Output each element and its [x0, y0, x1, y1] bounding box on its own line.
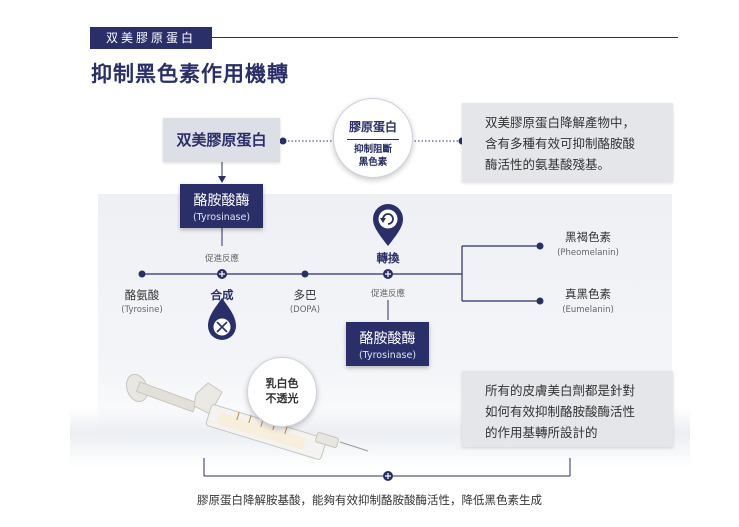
bottom-caption: 膠原蛋白降解胺基酸，能夠有效抑制酪胺酸酶活性，降低黑色素生成 [197, 493, 542, 507]
circle-title: 膠原蛋白 [348, 120, 397, 134]
page-title: 抑制黑色素作用機轉 [91, 62, 289, 86]
inhibit-block-circle: 膠原蛋白 抑制阻斷 黑色素 [333, 98, 413, 178]
promote-label-1: 促進反應 [204, 254, 239, 264]
eumelanin-sublabel: (Eumelanin) [562, 305, 614, 315]
info-bottom-line: 所有的皮膚美白劑都是針對 [485, 383, 636, 398]
info-top-line: 含有多種有效可抑制酪胺酸 [485, 136, 636, 151]
circle-line2: 抑制阻斷 [353, 144, 392, 155]
dopa-sublabel: (DOPA) [289, 305, 321, 315]
info-box-top: 双美膠原蛋白降解產物中， 含有多種有效可抑制酪胺酸 酶活性的氨基酸殘基。 [462, 103, 673, 182]
node-tyrosine [138, 270, 146, 278]
info-bottom-line: 如何有效抑制酪胺酸酶活性 [485, 404, 636, 419]
synthesis-drop-icon [208, 298, 236, 340]
info-top-line: 双美膠原蛋白降解產物中， [485, 115, 636, 130]
eumelanin-label: 真黑色素 [565, 287, 611, 301]
node-dopa [301, 270, 309, 278]
convert-pin-icon [373, 204, 403, 246]
syringe-illustration [125, 373, 369, 460]
milky-line1: 乳白色 [265, 377, 299, 390]
pheomelanin-label: 黑褐色素 [565, 230, 611, 244]
connector-dot [279, 137, 287, 145]
node-eumelanin [536, 297, 544, 305]
synthesis-label: 合成 [210, 288, 234, 302]
enzyme-label: 酪胺酸酶 [193, 193, 250, 209]
pheomelanin-sublabel: (Pheomelanin) [557, 248, 619, 258]
info-box-bottom: 所有的皮膚美白劑都是針對 如何有效抑制酪胺酸酶活性 的作用基轉所設計的 [462, 371, 673, 447]
info-top-line: 酶活性的氨基酸殘基。 [485, 157, 611, 172]
promote-label-2: 促進反應 [370, 289, 405, 299]
convert-label: 轉換 [376, 251, 400, 265]
circle-divider [347, 139, 399, 140]
arrow-head [218, 176, 226, 183]
enzyme-label: 酪胺酸酶 [359, 331, 416, 347]
collagen-box: 双美膠原蛋白 [163, 118, 280, 162]
circle-line3: 黑色素 [358, 157, 388, 168]
info-bottom-line: 的作用基轉所設計的 [485, 425, 598, 440]
milky-opaque-circle: 乳白色 不透光 [247, 357, 317, 427]
tyrosinase-box-top: 酪胺酸酶 (Tyrosinase) [180, 184, 263, 228]
tyrosine-sublabel: (Tyrosine) [121, 305, 163, 315]
section-tag: 双美膠原蛋白 [90, 27, 212, 49]
enzyme-sublabel: (Tyrosinase) [192, 212, 251, 223]
header-rule [212, 37, 678, 38]
dopa-label: 多巴 [293, 288, 317, 302]
milky-line2: 不透光 [265, 392, 299, 405]
node-pheomelanin [536, 242, 544, 250]
tyrosinase-box-bottom: 酪胺酸酶 (Tyrosinase) [346, 322, 429, 366]
enzyme-sublabel: (Tyrosinase) [358, 350, 417, 361]
tyrosine-label: 酪氨酸 [124, 288, 160, 302]
